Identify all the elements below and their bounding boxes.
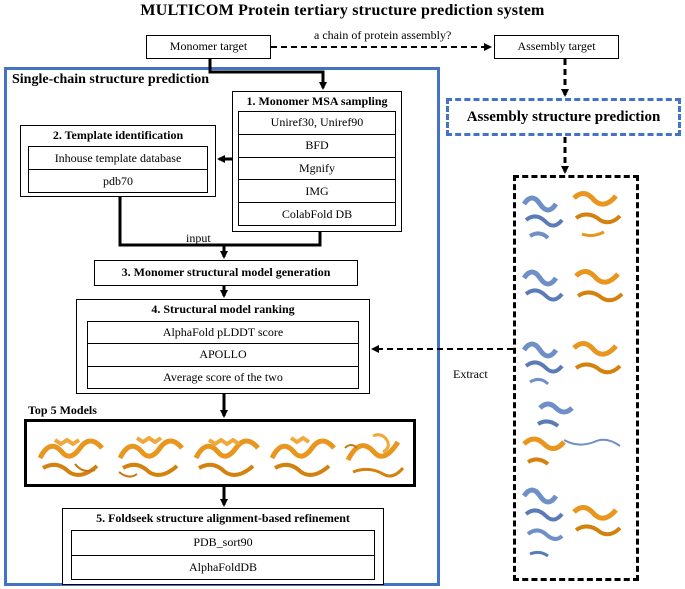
msa-item: IMG (239, 179, 395, 202)
assembly-structure-image (521, 269, 624, 303)
diagram-title: MULTICOM Protein tertiary structure pred… (140, 2, 545, 19)
template-item: pdb70 (29, 169, 207, 192)
ranking-group: 4. Structural model ranking AlphaFold pL… (76, 299, 370, 394)
assembly-structure-image (521, 191, 622, 240)
protein-model-image (344, 433, 405, 478)
assembly-target-box: Assembly target (494, 35, 619, 59)
msa-item: BFD (239, 133, 395, 157)
ranking-item: Average score of the two (88, 365, 358, 388)
assembly-prediction-label: Assembly structure prediction (466, 108, 661, 125)
msa-item: Mgnify (239, 156, 395, 180)
assembly-structures-box (513, 175, 639, 581)
refinement-list: PDB_sort90 AlphaFoldDB (71, 530, 375, 580)
extract-label: Extract (453, 367, 488, 381)
ranking-item: APOLLO (88, 343, 358, 365)
single-chain-label: Single-chain structure prediction (12, 72, 210, 87)
ranking-item: AlphaFold pLDDT score (162, 325, 284, 340)
assembly-structure-image (521, 341, 622, 386)
refinement-heading: 5. Foldseek structure alignment-based re… (96, 511, 350, 525)
assembly-prediction-box: Assembly structure prediction (446, 98, 681, 136)
model-generation-box: 3. Monomer structural model generation (94, 260, 358, 286)
assembly-question-label: a chain of protein assembly? (314, 28, 452, 42)
template-list: Inhouse template database pdb70 (28, 146, 208, 193)
msa-heading: 1. Monomer MSA sampling (246, 94, 388, 108)
top5-models-box (24, 419, 416, 487)
refinement-group: 5. Foldseek structure alignment-based re… (62, 508, 384, 585)
refinement-item: PDB_sort90 (193, 535, 253, 550)
protein-model-image (193, 437, 260, 477)
top5-models-graphic (37, 433, 405, 478)
top5-label: Top 5 Models (28, 403, 97, 417)
refinement-item: AlphaFoldDB (72, 554, 374, 580)
protein-model-image (269, 435, 336, 477)
protein-model-image (37, 437, 104, 477)
assembly-structure-image (521, 487, 622, 558)
msa-list: Uniref30, Uniref90 BFD Mgnify IMG ColabF… (238, 111, 396, 226)
msa-item: ColabFold DB (239, 202, 395, 225)
template-heading: 2. Template identification (52, 128, 184, 142)
assembly-structure-image (522, 401, 621, 466)
assembly-structures-graphic (521, 191, 624, 558)
template-group: 2. Template identification Inhouse templ… (20, 125, 216, 197)
ranking-heading: 4. Structural model ranking (151, 302, 295, 316)
input-label: input (186, 231, 211, 245)
msa-item: Uniref30, Uniref90 (270, 115, 364, 130)
protein-model-image (117, 435, 184, 478)
template-item: Inhouse template database (54, 150, 182, 165)
msa-sampling-group: 1. Monomer MSA sampling Uniref30, Uniref… (232, 91, 402, 232)
ranking-list: AlphaFold pLDDT score APOLLO Average sco… (87, 321, 359, 389)
monomer-target-box: Monomer target (146, 35, 271, 59)
